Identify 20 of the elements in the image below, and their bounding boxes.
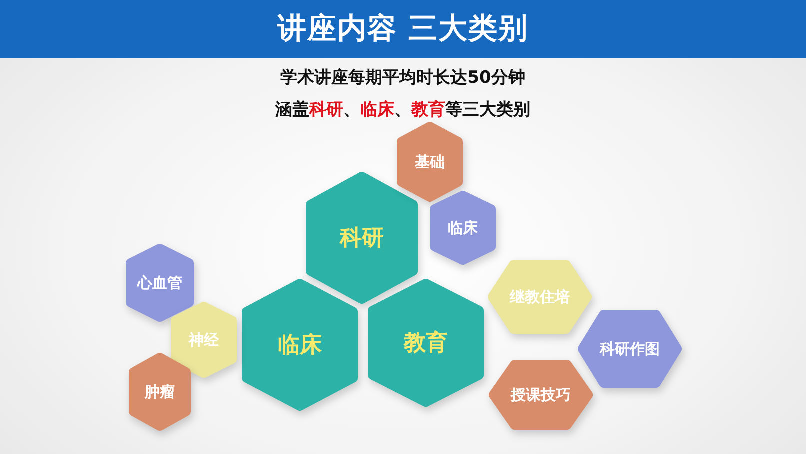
subtitle-text: 等三大类别 bbox=[446, 100, 530, 120]
hexagon-tile: 临床 bbox=[242, 279, 358, 411]
title-banner: 讲座内容 三大类别 bbox=[0, 0, 806, 58]
hexagon-tile: 科研作图 bbox=[578, 310, 682, 388]
highlighted-word: 科研 bbox=[310, 100, 344, 120]
subtitle-text: 、 bbox=[394, 100, 412, 120]
subtitle-text: 学术讲座每期平均时长达50分钟 bbox=[280, 68, 526, 88]
hexagon-tile: 教育 bbox=[368, 279, 484, 407]
hexagon-tile: 心血管 bbox=[126, 244, 194, 322]
highlighted-word: 教育 bbox=[412, 100, 446, 120]
hexagon-tile: 继教住培 bbox=[488, 260, 592, 334]
subtitle-text: 涵盖 bbox=[276, 100, 310, 120]
highlighted-word: 临床 bbox=[360, 100, 394, 120]
hexagon-tile: 神经 bbox=[171, 302, 237, 378]
hexagon-tile: 科研 bbox=[306, 172, 418, 304]
hexagon-tile: 临床 bbox=[430, 191, 496, 265]
hexagon-tile: 肿瘤 bbox=[129, 353, 191, 431]
hexagon-tile: 基础 bbox=[397, 122, 463, 202]
subtitle-text: 、 bbox=[344, 100, 360, 120]
hexagon-tile: 授课技巧 bbox=[489, 360, 593, 430]
